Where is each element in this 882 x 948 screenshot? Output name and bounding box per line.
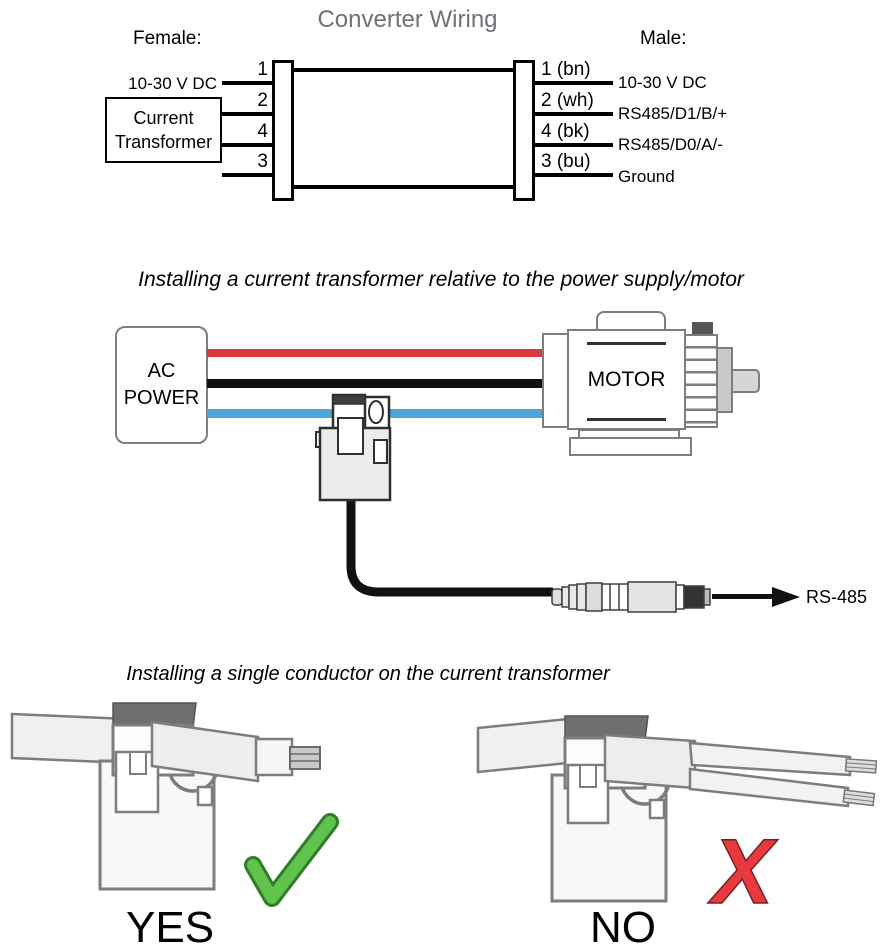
motor-body-bottom-line [587,418,666,421]
male-pin4-label: 4 (bk) [541,121,590,142]
male-wire3-label: Ground [618,167,675,186]
ac-power-box: AC POWER [115,326,208,444]
rs485-connector [551,581,711,613]
motor-body: MOTOR [567,329,686,430]
male-pin2-label: 2 (wh) [541,90,594,111]
green-check-icon [244,813,339,907]
female-pin3-wire [222,173,275,177]
male-pin1-label: 1 (bn) [541,59,591,80]
red-wire [207,349,545,357]
female-pin1-number: 1 [257,59,268,80]
clamp-ear-hole [368,400,384,424]
male-pin4-wire [532,143,613,147]
motor-base [569,437,692,456]
female-pin3-number: 3 [257,151,268,172]
ct-box-line1: Current [133,108,194,128]
yes-clamp-side-latch [196,785,214,807]
ac-power-line1: AC [147,360,176,382]
no-lower-conductor [688,767,850,808]
black-wire [207,379,545,388]
current-transformer-clamp [315,393,392,502]
no-clamp-notch [579,764,597,788]
female-pin4-wire [222,143,275,147]
male-wire4-label: RS485/D0/A/- [618,135,723,154]
female-pin2-number: 2 [257,90,268,111]
male-label: Male: [640,28,687,49]
male-pin1-wire [532,81,613,85]
clamp-top-face [332,394,366,405]
male-pin3-label: 3 (bu) [541,151,591,172]
clamp-latch-window [337,417,364,455]
ac-power-line2: POWER [123,387,200,409]
female-power-label: 10-30 V DC [128,74,217,93]
motor-body-top-line [587,342,666,345]
converter-title: Converter Wiring [317,6,498,33]
motor-label: MOTOR [587,367,666,391]
female-pin4-number: 4 [257,121,268,142]
male-pin2-wire [532,112,613,116]
ct-box-line2: Transformer [114,132,213,152]
no-upper-strands [844,758,878,774]
ct-output-cable [346,495,553,597]
yes-conductor-step [254,737,294,777]
motor-junction-box [542,333,570,428]
female-connector-bar [272,60,294,201]
rs485-arrow-icon [772,587,800,607]
female-pin2-wire [222,112,275,116]
cable-body [283,68,523,189]
male-pin3-wire [532,173,613,177]
female-pin1-wire [222,81,275,85]
male-connector-bar [513,60,535,201]
no-upper-conductor [688,741,852,777]
no-x-icon: X [707,821,778,915]
male-wire2-label: RS485/D1/B/+ [618,104,728,123]
yes-figure [10,702,339,907]
no-conductor-jacket [603,733,697,790]
motor-fins [684,334,718,428]
no-cable [476,717,570,774]
no-lower-strands [842,789,876,807]
ct-install-title: Installing a current transformer relativ… [138,268,744,291]
yes-label: YES [126,903,215,948]
single-conductor-title: Installing a single conductor on the cur… [126,663,610,685]
current-transformer-box: Current Transformer [105,97,222,163]
male-wire1-label: 10-30 V DC [618,73,707,92]
yes-conductor-tip [289,746,321,770]
no-figure: X [476,715,878,915]
rs485-arrow-line [712,594,774,599]
motor-shaft [731,369,760,393]
clamp-side-latch [373,439,388,464]
yes-clamp-notch [129,751,147,775]
no-clamp-side-latch [648,798,666,820]
female-label: Female: [133,28,202,49]
rs485-label: RS-485 [806,587,868,607]
no-label: NO [590,903,656,948]
yes-conductor-jacket [150,720,260,783]
